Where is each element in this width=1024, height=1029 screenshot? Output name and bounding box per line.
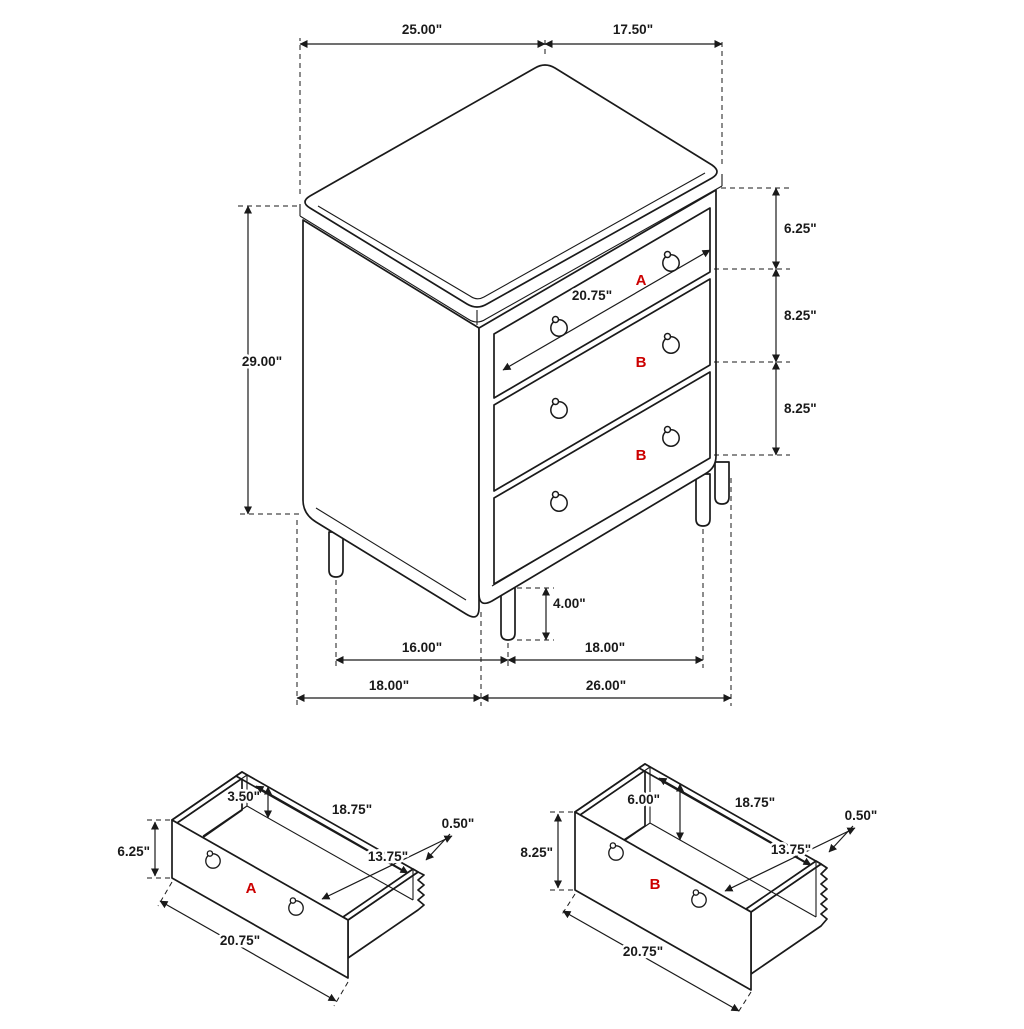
dim-a-front-height: 6.25"	[115, 819, 170, 879]
dim-line	[159, 900, 337, 1002]
dim-b-inner-depth: 13.75"	[724, 827, 856, 892]
dim-b-inner-width-label: 18.75"	[735, 795, 775, 810]
extension-line	[157, 881, 349, 1007]
extension-line	[714, 187, 790, 456]
drawer-detail-a-letter: A	[246, 880, 257, 897]
dim-leg-spacing-row: 16.00" 18.00"	[335, 529, 704, 668]
drawer-b-middle-letter: B	[636, 354, 647, 371]
dim-b-front-width: 20.75"	[560, 893, 752, 1015]
dim-line	[724, 827, 856, 892]
dim-b-front-height: 8.25"	[518, 811, 573, 891]
legs	[328, 461, 730, 641]
dim-a-front-width: 20.75"	[157, 881, 349, 1007]
dim-case-height: 29.00"	[238, 205, 299, 515]
chest-side-panel	[302, 219, 480, 618]
drawer-b-bottom-letter: B	[636, 447, 647, 464]
dim-leg-height-label: 4.00"	[553, 596, 586, 611]
dim-top-width-label: 17.50"	[613, 22, 653, 37]
dim-b-side-thickness-label: 0.50"	[845, 808, 878, 823]
dim-a-inner-width: 18.75"	[255, 785, 409, 874]
leg-right	[695, 473, 711, 527]
dim-a-inner-depth-label: 13.75"	[368, 849, 408, 864]
base-rail-side	[315, 507, 467, 601]
dim-line	[321, 835, 453, 900]
dim-a-inner-width-label: 18.75"	[332, 802, 372, 817]
drawer-detail-a: A 3.50" 18.75" 0.50" 13.75" 6.25" 20.75"	[115, 771, 477, 1007]
dim-top-width: 17.50"	[544, 20, 723, 164]
dim-b-front-width-label: 20.75"	[623, 944, 663, 959]
dim-top-depth-label: 25.00"	[402, 22, 442, 37]
dim-b-side-thickness: 0.50"	[828, 806, 880, 853]
dim-a-inner-height-label: 3.50"	[227, 789, 260, 804]
dim-overall-row: 18.00" 26.00"	[296, 478, 732, 706]
dim-front-leg-spacing-label: 18.00"	[585, 640, 625, 655]
dim-side-leg-spacing-label: 16.00"	[402, 640, 442, 655]
top-slab-inner-edge	[317, 172, 706, 300]
dim-a-side-thickness: 0.50"	[425, 814, 477, 861]
top-slab-thickness	[299, 174, 723, 325]
dim-a-front-width-label: 20.75"	[220, 933, 260, 948]
dim-line	[502, 249, 711, 371]
extension-line	[296, 478, 732, 706]
drawer-detail-b-letter: B	[650, 876, 661, 893]
leg-front-center	[500, 587, 516, 641]
dim-bottom-drawer-height-label: 8.25"	[784, 401, 817, 416]
dim-a-inner-height: 3.50"	[225, 786, 272, 819]
dim-b-inner-depth-label: 13.75"	[771, 842, 811, 857]
main-view: A B B 25.00" 17.50"	[238, 20, 819, 706]
dim-b-inner-height-label: 6.00"	[627, 792, 660, 807]
leg-back-right	[714, 461, 730, 505]
drawer-a-letter: A	[636, 272, 647, 289]
dim-a-front-height-label: 6.25"	[117, 844, 150, 859]
drawer-b-front-panel	[574, 811, 752, 991]
drawer-detail-b: B 6.00" 18.75" 0.50" 13.75" 8.25" 20.75"	[518, 763, 880, 1015]
dim-middle-drawer-height-label: 8.25"	[784, 308, 817, 323]
dim-a-side-thickness-label: 0.50"	[442, 816, 475, 831]
leg-side-left	[328, 531, 344, 578]
extension-line	[146, 819, 170, 879]
dim-b-front-height-label: 8.25"	[520, 845, 553, 860]
drawer-a-front-panel	[171, 819, 349, 979]
dim-overall-depth-label: 18.00"	[369, 678, 409, 693]
dim-leg-height: 4.00"	[517, 587, 588, 641]
dim-top-drawer-height-label: 6.25"	[784, 221, 817, 236]
dim-line	[562, 910, 740, 1012]
dim-b-inner-width: 18.75"	[658, 777, 812, 866]
dim-a-inner-depth: 13.75"	[321, 835, 453, 900]
extension-line	[517, 587, 554, 641]
dim-drawer-front-width-label: 20.75"	[572, 288, 612, 303]
dim-drawer-heights: 6.25" 8.25" 8.25"	[714, 187, 819, 456]
extension-line	[549, 811, 573, 891]
dim-overall-width-label: 26.00"	[586, 678, 626, 693]
dim-case-height-label: 29.00"	[242, 354, 282, 369]
drawer-b-bottom-front	[493, 371, 711, 585]
dim-drawer-front-width: 20.75"	[502, 249, 711, 371]
drawer-b-bottom: B	[493, 371, 711, 585]
chest-top-slab	[304, 64, 718, 308]
